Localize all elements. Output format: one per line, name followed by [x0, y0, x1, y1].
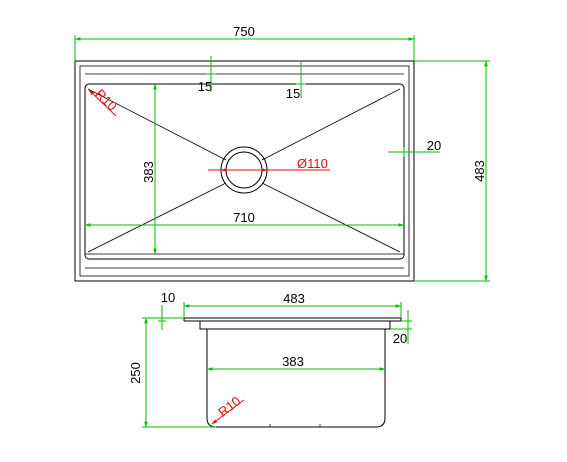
section-top-width-label: 483 [283, 291, 305, 306]
total-height-label: 250 [128, 362, 143, 384]
callout-corner-radius: R10 [88, 86, 120, 117]
slope-line-top-left [87, 88, 227, 161]
top-flange-right-label: 15 [286, 86, 300, 101]
dim-section-top-width: 483 [183, 291, 402, 318]
dim-flange-thickness: 10 [142, 290, 184, 330]
dim-side-flange: 20 [388, 138, 441, 157]
bowl-section-outline [206, 329, 386, 428]
top-flange-left-label: 15 [198, 79, 212, 94]
dim-inner-width: 710 [84, 210, 405, 227]
dim-overall-depth: 483 [414, 60, 490, 282]
inner-width-label: 710 [233, 210, 255, 225]
side-flange-label: 20 [427, 138, 441, 153]
callout-bottom-radius: R10 [211, 393, 245, 425]
bottom-radius-label: R10 [215, 393, 243, 420]
dim-top-flange-right: 15 [286, 62, 306, 101]
corner-radius-label: R10 [92, 86, 119, 113]
flange-thickness-label: 10 [161, 290, 175, 305]
section-view: 10 483 20 383 250 R1 [128, 290, 412, 428]
section-bottom-width-label: 383 [282, 354, 304, 369]
dim-rim-depth: 20 [390, 310, 412, 346]
overall-depth-label: 483 [472, 160, 487, 182]
rim-depth-label: 20 [393, 331, 407, 346]
dim-section-bottom-width: 383 [206, 354, 386, 371]
dim-total-height: 250 [128, 317, 216, 428]
dim-overall-width: 750 [74, 24, 415, 61]
sink-rim-outline [79, 65, 410, 277]
slope-line-top-right [261, 88, 401, 161]
dim-top-flange-left: 15 [198, 56, 216, 94]
slope-line-bottom-left [87, 182, 227, 253]
top-view: 750 483 710 383 15 15 [74, 24, 490, 282]
overall-width-label: 750 [233, 24, 255, 39]
inner-depth-label: 383 [141, 161, 156, 183]
dim-inner-depth: 383 [141, 83, 157, 255]
callout-drain-diameter: Ø110 [208, 156, 330, 172]
slope-line-bottom-right [261, 182, 401, 253]
drain-diameter-label: Ø110 [297, 156, 328, 171]
rim-step [199, 321, 391, 330]
bowl-inner-outline [84, 83, 405, 260]
sink-outer-outline [74, 60, 415, 282]
